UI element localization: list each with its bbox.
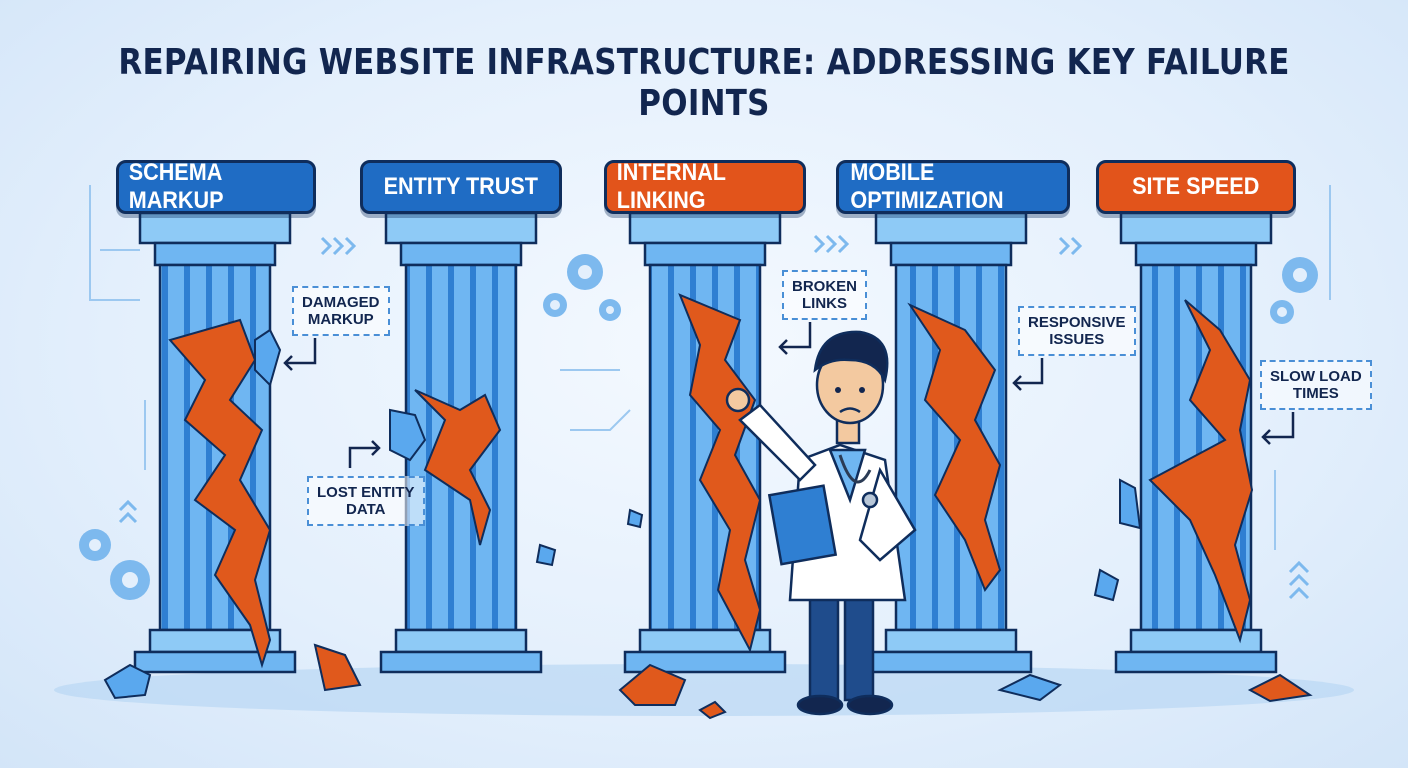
pillar-site-speed	[1114, 211, 1278, 674]
pillar-entity-trust	[379, 211, 543, 674]
pillar-label-mobile-optimization: MOBILE OPTIMIZATION	[836, 159, 1070, 214]
crack	[678, 293, 762, 653]
chevron-right-icon	[320, 234, 1083, 256]
page-title: REPAIRING WEBSITE INFRASTRUCTURE: ADDRES…	[118, 42, 1290, 124]
pillar-internal-linking	[623, 211, 787, 674]
pillar-schema-markup	[133, 211, 297, 674]
debris	[103, 328, 1313, 720]
circuit-lines	[89, 185, 1331, 550]
pillar-mobile-optimization	[869, 211, 1033, 674]
crack	[414, 389, 502, 546]
pillar-label-site-speed: SITE SPEED	[1096, 160, 1296, 214]
gear-icon	[543, 254, 621, 321]
crack	[1148, 299, 1254, 644]
callout-responsive-issues: RESPONSIVE ISSUES	[1018, 306, 1136, 356]
callout-damaged-markup: DAMAGED MARKUP	[292, 286, 390, 336]
callout-arrow	[283, 322, 1295, 468]
chevron-up-icon	[118, 499, 1310, 600]
pillar-label-entity-trust: ENTITY TRUST	[360, 160, 562, 214]
crack	[168, 318, 272, 669]
doctor-figure	[725, 330, 917, 716]
callout-lost-entity-data: LOST ENTITY DATA	[307, 476, 425, 526]
gear-icon	[79, 529, 150, 600]
pillar-label-internal-linking: INTERNAL LINKING	[604, 159, 806, 214]
gear-icon	[1270, 257, 1318, 324]
callout-broken-links: BROKEN LINKS	[782, 270, 868, 320]
crack	[907, 302, 1002, 593]
pillar-label-schema-markup: SCHEMA MARKUP	[116, 159, 316, 214]
callout-slow-load-times: SLOW LOAD TIMES	[1260, 360, 1372, 410]
